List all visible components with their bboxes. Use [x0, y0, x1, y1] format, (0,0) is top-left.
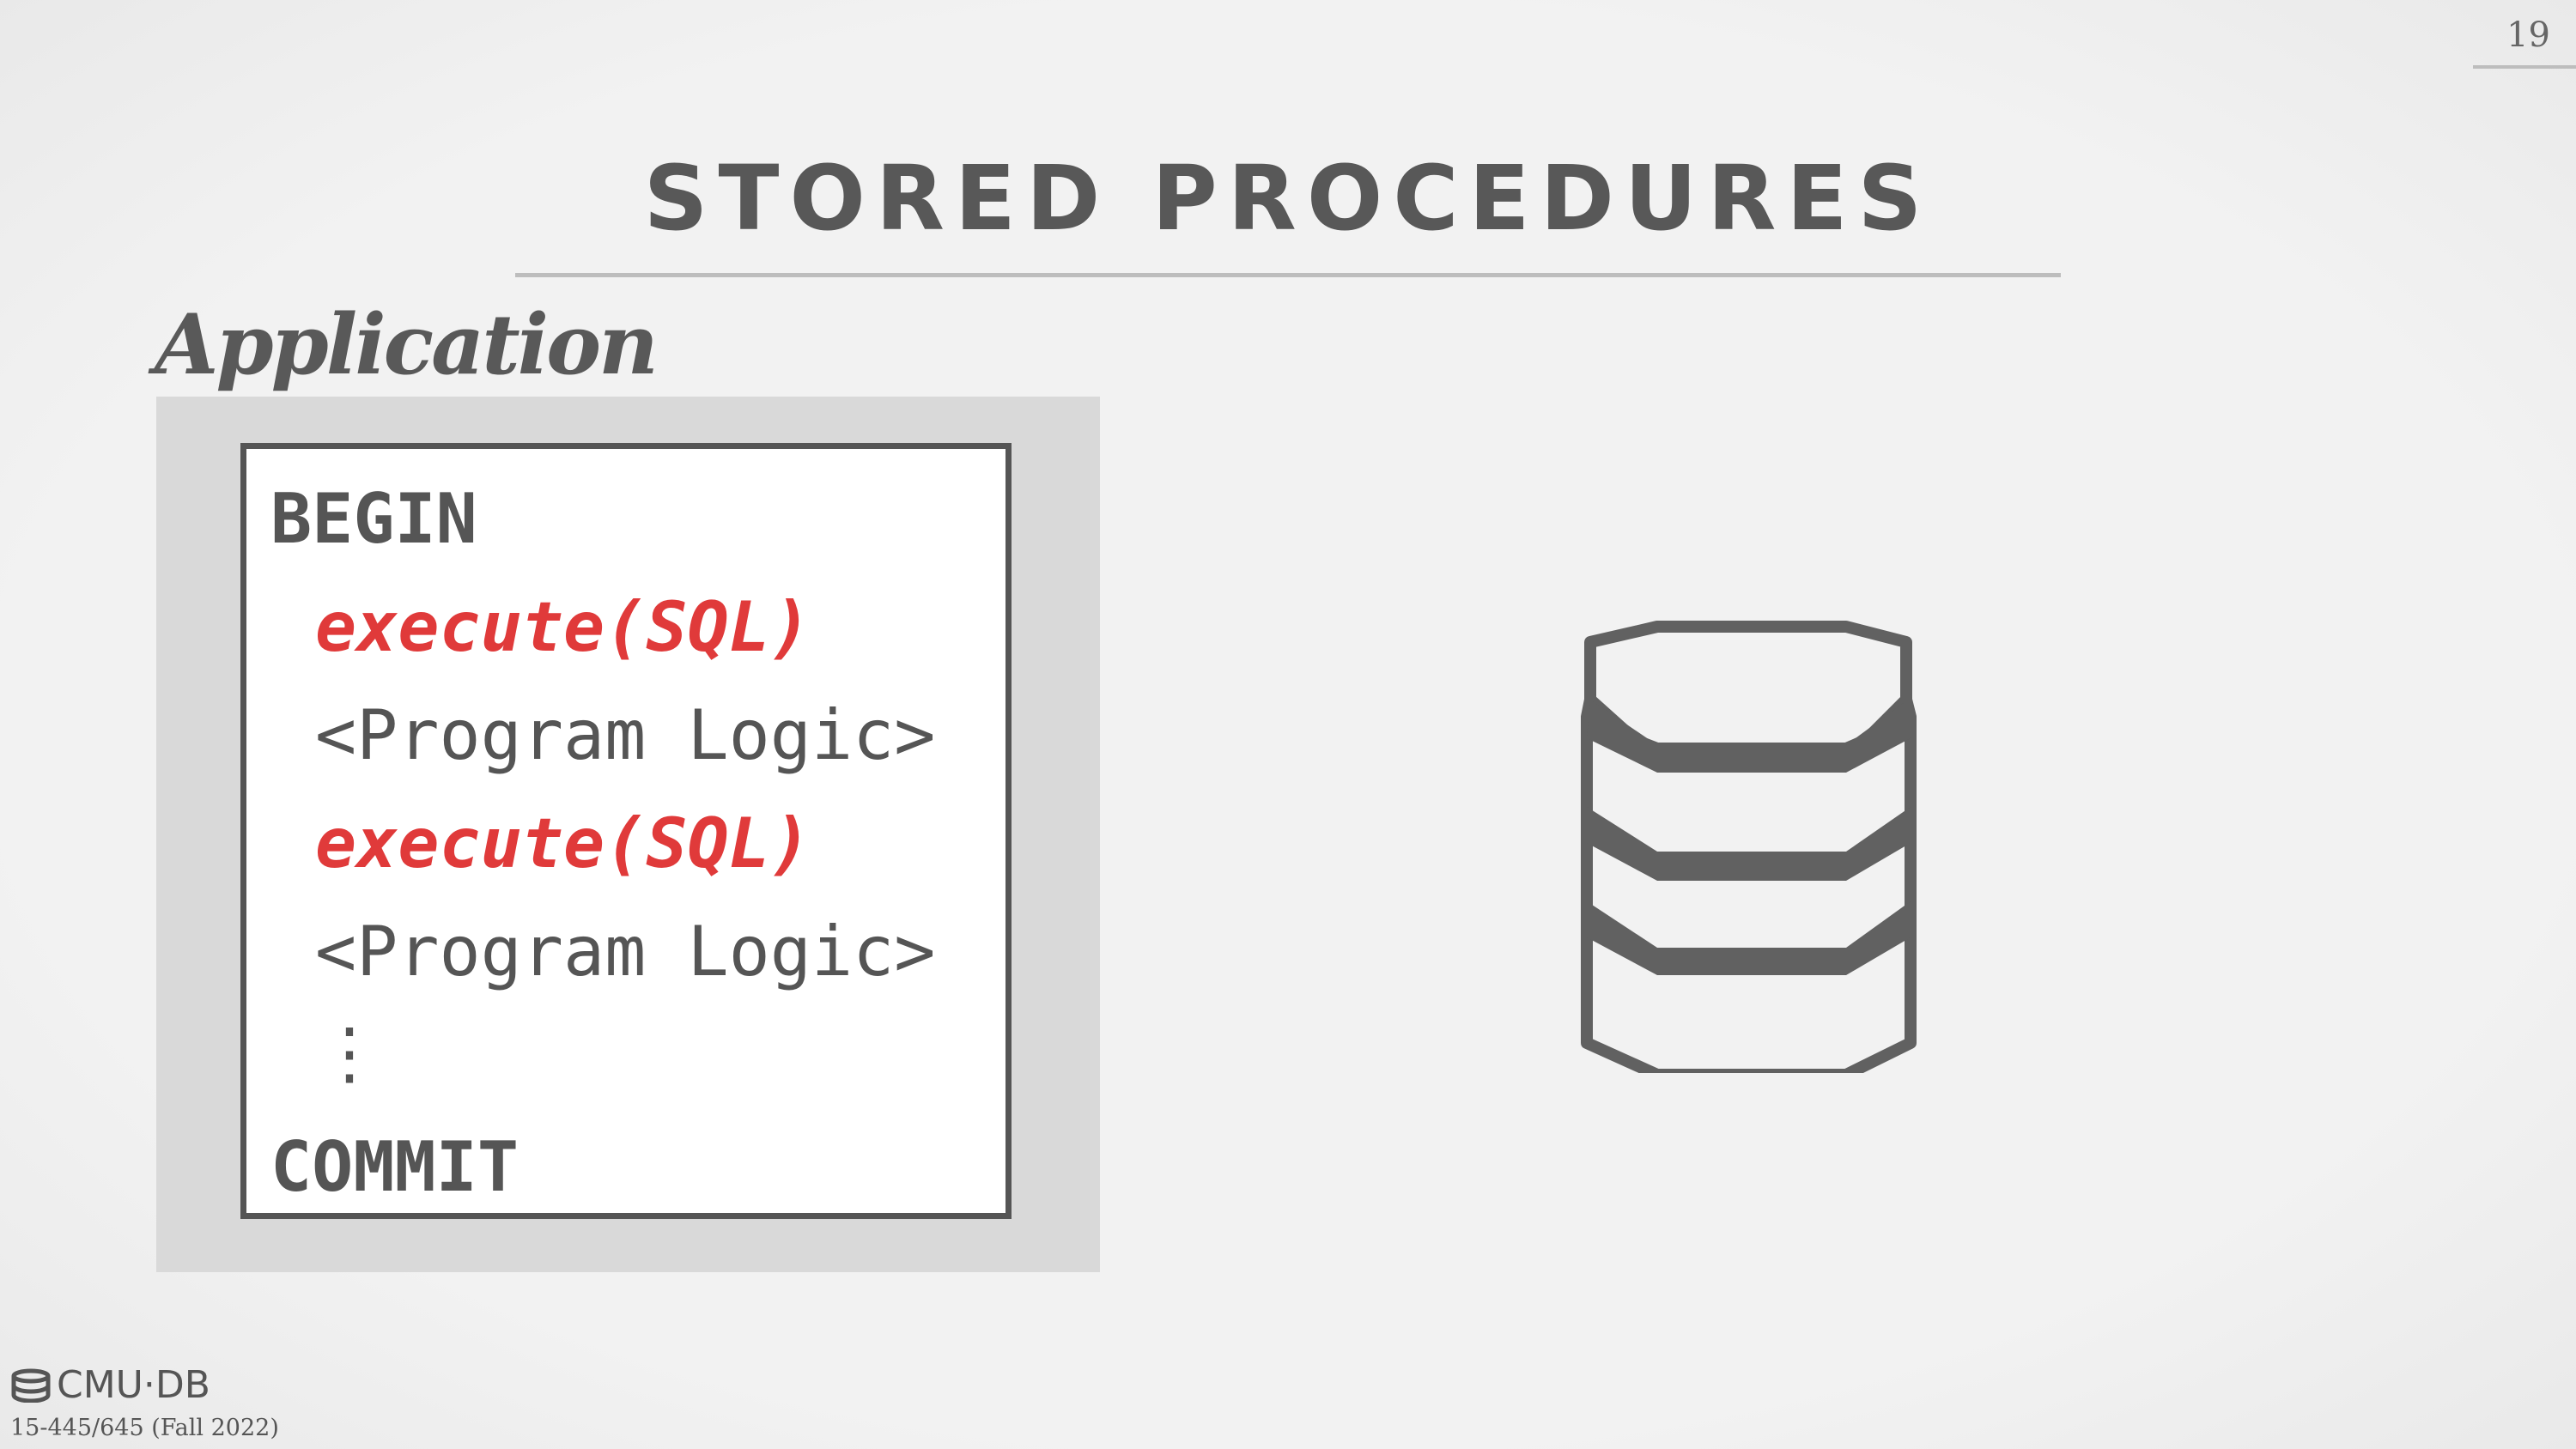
- page-number: 19: [2506, 15, 2550, 55]
- course-label: 15-445/645 (Fall 2022): [10, 1415, 279, 1441]
- slide-title: STORED PROCEDURES: [643, 146, 1933, 251]
- title-rule: [515, 273, 2061, 277]
- page-number-rule: [2473, 65, 2576, 69]
- cmu-db-logo: CMU·DB: [10, 1363, 210, 1407]
- application-label: Application: [155, 296, 659, 393]
- execute-sql-line-1: execute(SQL): [315, 587, 811, 667]
- program-logic-line-2: <Program Logic>: [315, 912, 936, 991]
- begin-keyword: BEGIN: [270, 479, 477, 559]
- ellipsis: ⋮: [315, 1013, 384, 1093]
- commit-keyword: COMMIT: [270, 1127, 519, 1207]
- cmu-db-logo-icon: [11, 1368, 51, 1403]
- database-icon: [1581, 621, 1917, 1073]
- execute-sql-line-2: execute(SQL): [315, 803, 811, 883]
- logo-text: CMU·DB: [57, 1363, 210, 1407]
- program-logic-line-1: <Program Logic>: [315, 695, 936, 775]
- code-box: BEGIN execute(SQL) <Program Logic> execu…: [240, 443, 1012, 1219]
